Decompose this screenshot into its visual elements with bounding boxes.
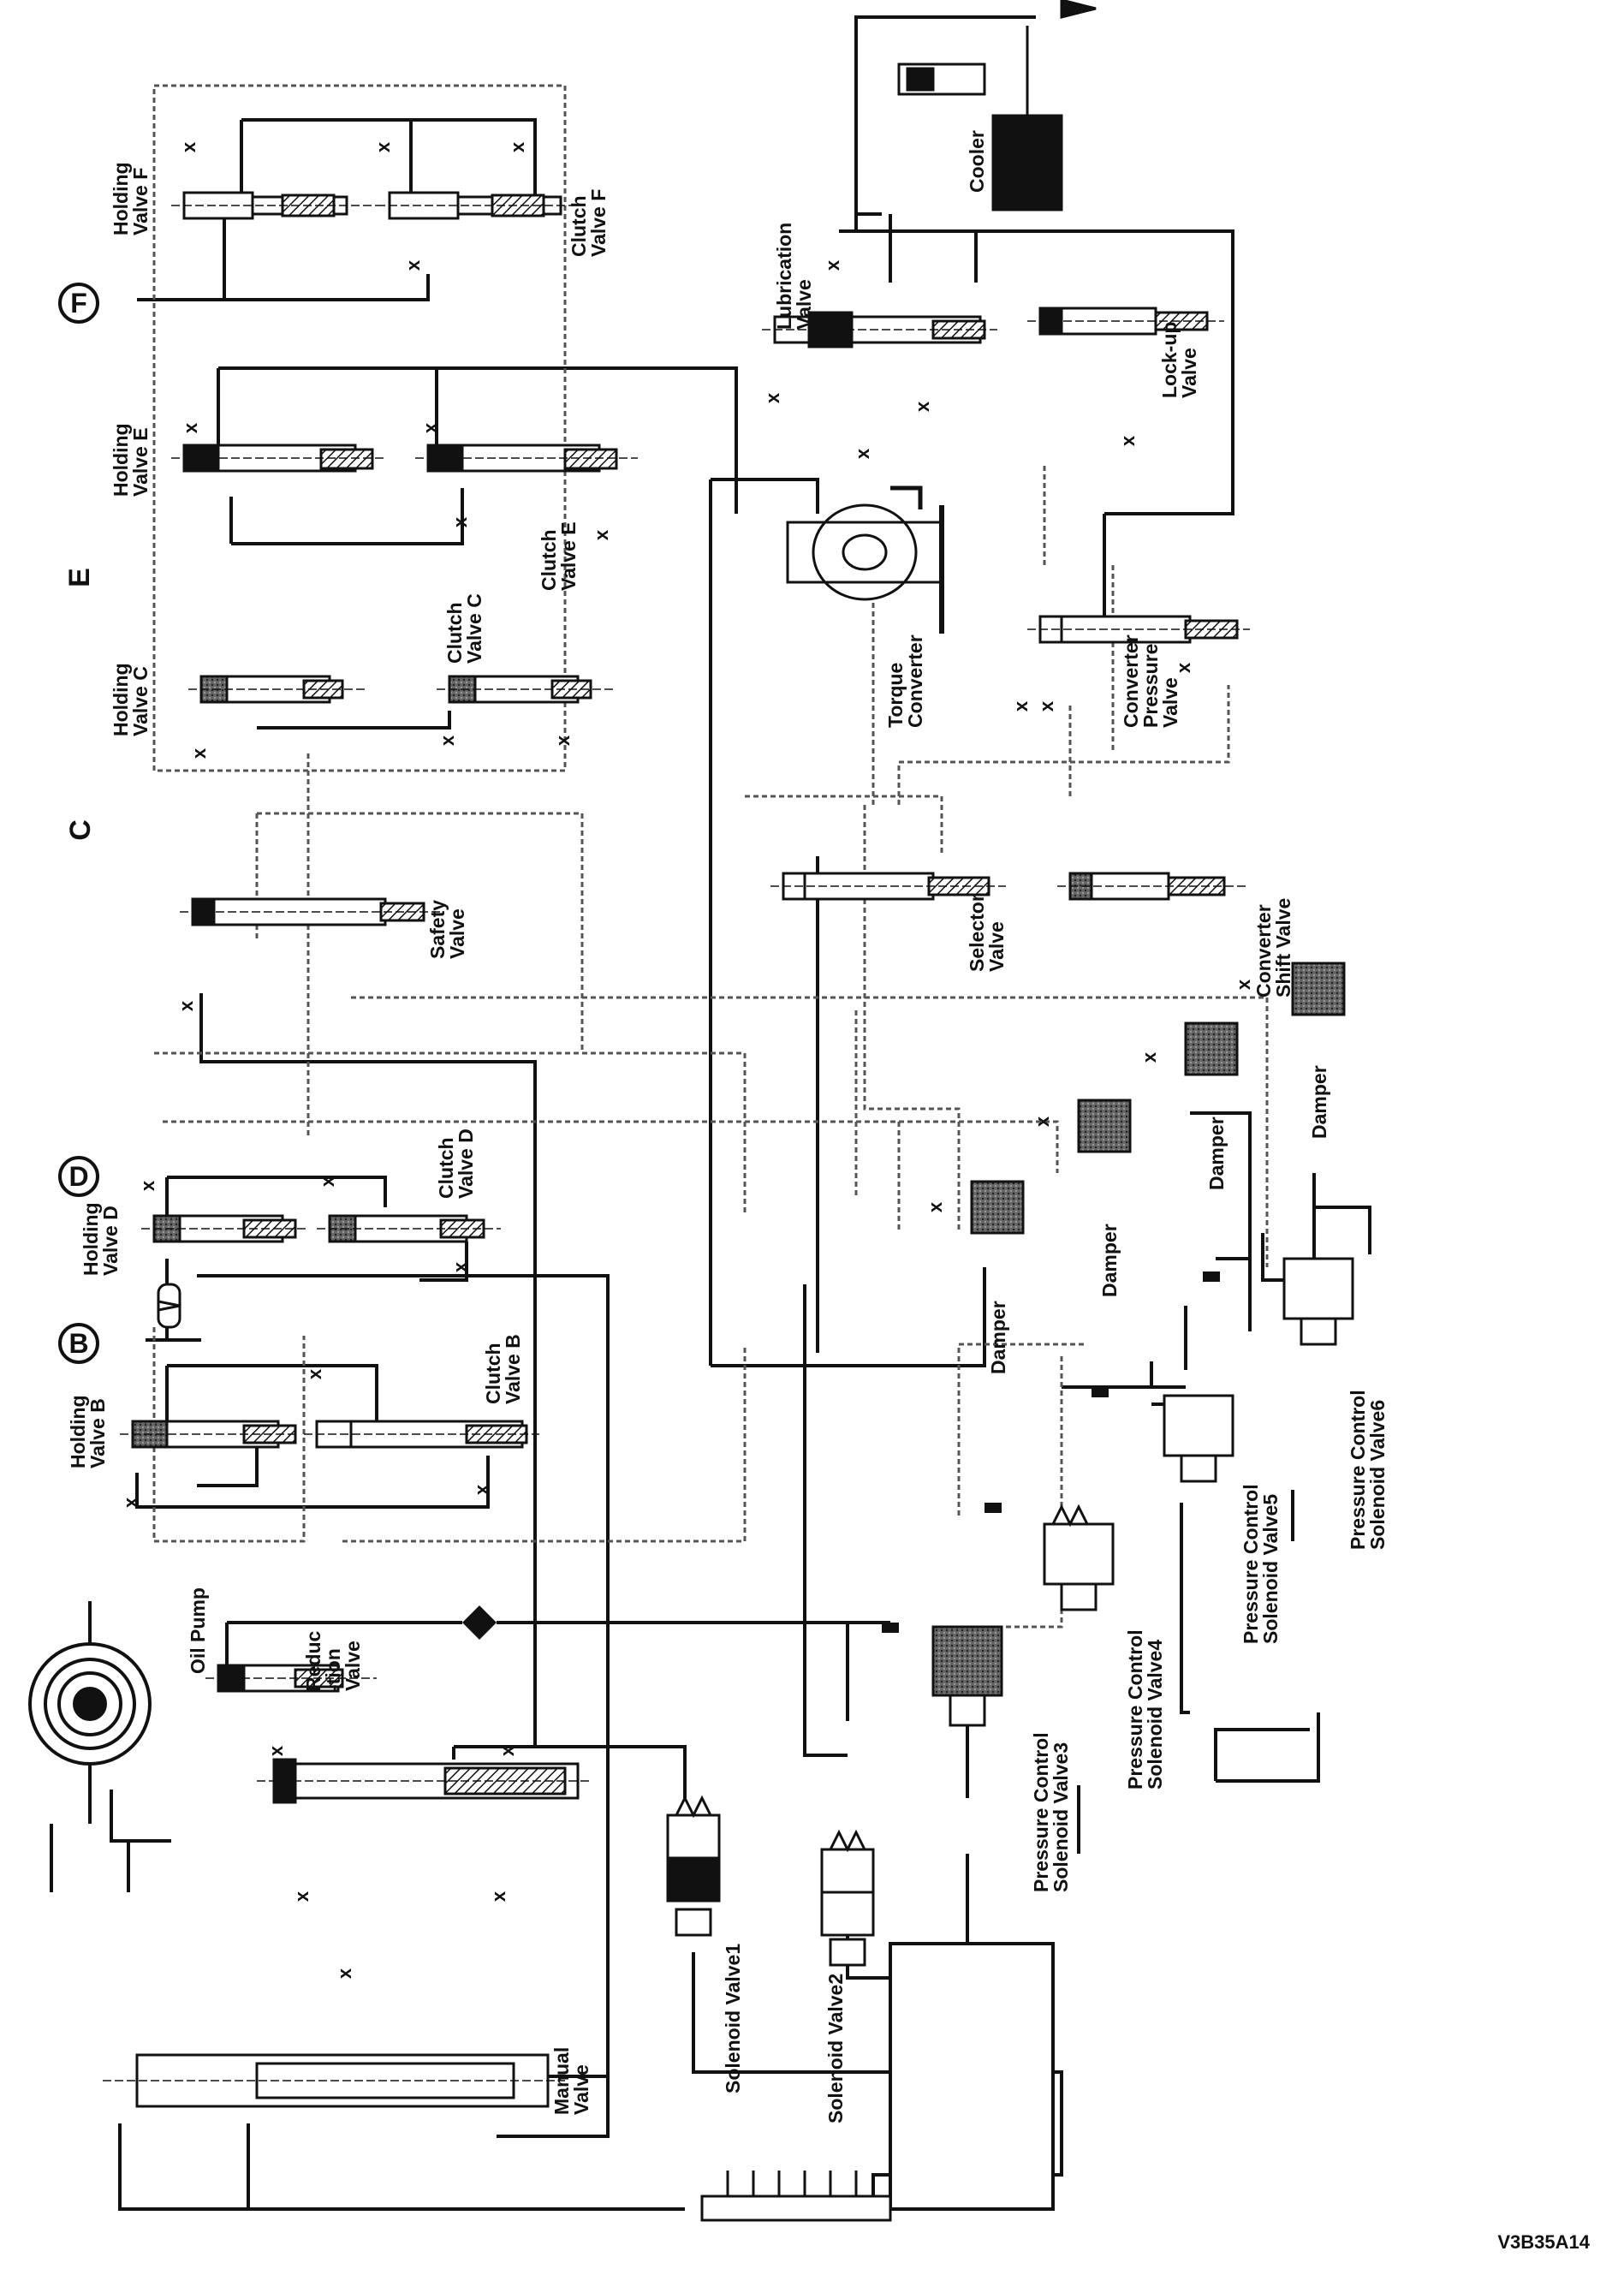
exhaust-marks: x x x x x x x x x x x x x x x x x x x x x x x x x x x x x x x x x x x	[120, 141, 1254, 1979]
exhaust-mark: x	[178, 141, 199, 152]
exhaust-mark: x	[437, 735, 458, 746]
filter-symbol	[462, 1605, 497, 1640]
connector-bar	[700, 2171, 892, 2222]
exhaust-mark: x	[372, 141, 394, 152]
label-damper-2: Damper	[1098, 1224, 1121, 1297]
clutch-valve-d	[328, 1214, 485, 1243]
exhaust-mark: x	[471, 1484, 492, 1495]
exhaust-mark: x	[1173, 662, 1194, 673]
label-damper-3: Damper	[1205, 1117, 1228, 1190]
control-unit-box	[889, 1942, 1055, 2211]
label-lockup-valve: Lock-up Valve	[1158, 321, 1200, 398]
exhaust-mark: x	[419, 422, 441, 433]
exhaust-mark: x	[188, 747, 210, 759]
label-clutch-valve-b: Clutch Valve B	[482, 1334, 524, 1404]
exhaust-mark: x	[822, 259, 843, 271]
label-pcsv4: Pressure Control Solenoid Valve4	[1124, 1629, 1166, 1790]
label-damper-1: Damper	[987, 1301, 1009, 1374]
solenoid-valve2-symbol	[820, 1829, 875, 1967]
label-pcsv3: Pressure Control Solenoid Valve3	[1030, 1732, 1072, 1892]
port-d-label: D	[68, 1160, 89, 1192]
label-holding-valve-c: Holding Valve C	[110, 663, 152, 736]
label-clutch-valve-c: Clutch Valve C	[443, 593, 485, 664]
exhaust-mark: x	[291, 1891, 312, 1902]
solid-lines	[118, 15, 1371, 2211]
exhaust-mark: x	[402, 259, 424, 271]
exhaust-mark: x	[591, 529, 612, 540]
label-selector-valve: Selector Valve	[966, 894, 1008, 972]
exhaust-mark: x	[304, 1368, 325, 1379]
exhaust-mark: x	[925, 1201, 946, 1212]
label-converter-shift-valve: Converter Shift Valve	[1252, 897, 1294, 998]
exhaust-mark: x	[334, 1968, 355, 1979]
pcsv6-symbol	[1282, 1257, 1354, 1346]
label-reduction-valve: Reduc -tion Valve	[302, 1630, 364, 1691]
port-d: D	[58, 1156, 99, 1197]
exhaust-mark: x	[265, 1745, 287, 1756]
exhaust-mark: x	[552, 735, 574, 746]
cooler-symbol	[897, 0, 1097, 211]
exhaust-mark: x	[507, 141, 528, 152]
exhaust-mark: x	[1117, 435, 1139, 446]
label-converter-pressure-valve: Converter Pressure Valve	[1120, 634, 1181, 728]
label-holding-valve-e: Holding Valve E	[110, 423, 152, 497]
valve-spools	[131, 191, 1239, 2108]
figure-code: V3B35A14	[1497, 2231, 1590, 2253]
label-pcsv5: Pressure Control Solenoid Valve5	[1240, 1484, 1282, 1644]
label-clutch-valve-d: Clutch Valve D	[435, 1129, 477, 1199]
label-clutch-valve-f: Clutch Valve F	[568, 188, 610, 257]
exhaust-mark: x	[852, 448, 873, 459]
label-manual-valve: Manual Valve	[550, 2046, 592, 2115]
dashed-lines	[152, 84, 1269, 1629]
pcsv4-symbol	[1043, 1504, 1115, 1611]
exhaust-mark: x	[1032, 1116, 1053, 1127]
pcsv3-symbol	[931, 1625, 1003, 1727]
exhaust-mark: x	[449, 1261, 471, 1272]
label-pcsv6: Pressure Control Solenoid Valve6	[1347, 1390, 1389, 1550]
torque-converter-symbol	[786, 485, 944, 634]
exhaust-mark: x	[1036, 700, 1057, 712]
label-solenoid-valve2: Solenoid Valve2	[824, 1973, 847, 2123]
port-b-label: B	[68, 1327, 89, 1359]
port-f: F	[58, 283, 99, 324]
label-solenoid-valve1: Solenoid Valve1	[722, 1943, 744, 2093]
label-damper-4: Damper	[1308, 1065, 1330, 1139]
port-c: C	[63, 819, 97, 841]
exhaust-mark: x	[488, 1891, 509, 1902]
label-clutch-valve-e: Clutch Valve E	[538, 521, 580, 591]
exhaust-mark: x	[762, 392, 783, 403]
label-torque-converter: Torque Converter	[884, 634, 926, 728]
exhaust-mark: x	[317, 1176, 338, 1187]
damper-symbols	[970, 962, 1346, 1235]
port-f-label: F	[70, 287, 87, 319]
exhaust-mark: x	[912, 401, 933, 412]
accumulator-b	[157, 1283, 181, 1329]
orifice-blocks	[882, 1271, 1220, 1633]
port-b: B	[58, 1323, 99, 1364]
exhaust-mark: x	[1139, 1051, 1160, 1063]
clutch-valve-f	[388, 191, 562, 220]
label-cooler: Cooler	[966, 130, 988, 193]
valve-centerlines	[103, 205, 1250, 2081]
exhaust-mark: x	[449, 516, 471, 527]
exhaust-mark: x	[175, 1000, 197, 1011]
solenoid-valve1-symbol	[666, 1795, 721, 1937]
oil-pump	[28, 1601, 171, 1892]
exhaust-mark: x	[497, 1745, 518, 1756]
exhaust-mark: x	[180, 422, 201, 433]
label-holding-valve-d: Holding Valve D	[80, 1202, 122, 1276]
exhaust-mark: x	[1233, 979, 1254, 990]
exhaust-mark: x	[120, 1497, 141, 1508]
label-oil-pump: Oil Pump	[187, 1587, 209, 1674]
label-holding-valve-f: Holding Valve F	[110, 162, 152, 235]
label-holding-valve-b: Holding Valve B	[67, 1395, 109, 1468]
port-e: E	[62, 568, 96, 587]
exhaust-mark: x	[1010, 700, 1032, 712]
exhaust-mark: x	[137, 1180, 158, 1191]
pcsv5-symbol	[1163, 1394, 1234, 1483]
label-safety-valve: Safety Valve	[426, 899, 468, 959]
label-lubrication-valve: Lubrication Valve	[773, 222, 815, 330]
